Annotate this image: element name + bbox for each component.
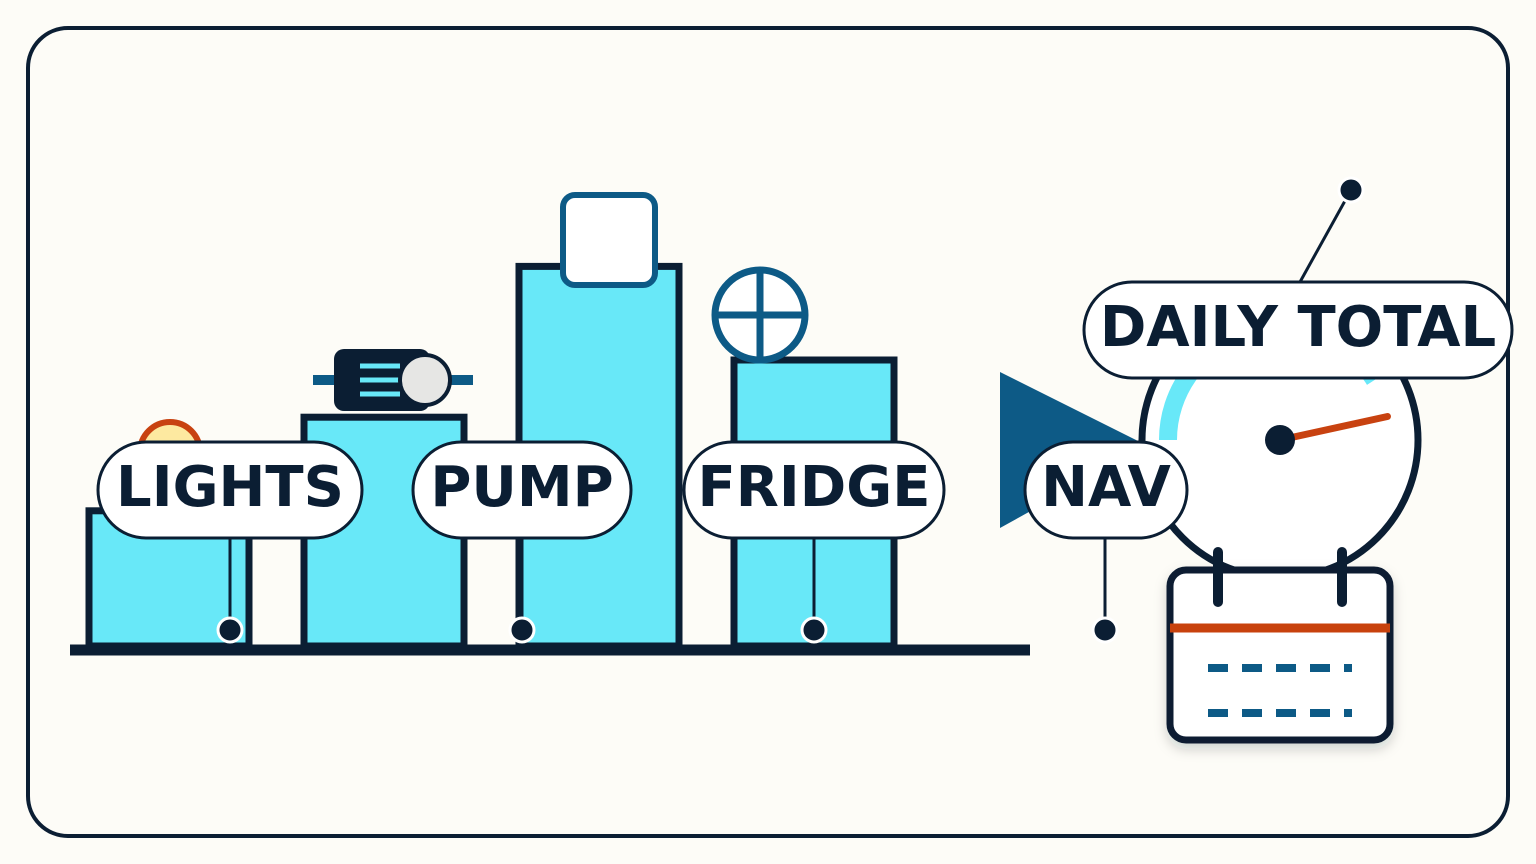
label-daily-total-text: DAILY TOTAL bbox=[1100, 295, 1496, 360]
anchor-dot-nav bbox=[1091, 616, 1119, 644]
label-lights: LIGHTS bbox=[96, 440, 364, 540]
label-pump: PUMP bbox=[411, 440, 633, 540]
calendar-rings bbox=[1213, 547, 1347, 607]
label-nav-text: NAV bbox=[1041, 455, 1171, 520]
label-fridge-text: FRIDGE bbox=[698, 455, 931, 520]
fridge-panel-icon bbox=[560, 192, 658, 288]
label-lights-text: LIGHTS bbox=[116, 455, 344, 520]
leader-line-daily-total bbox=[1298, 189, 1353, 283]
crosshair-icon bbox=[711, 266, 809, 364]
anchor-dot-lights bbox=[216, 616, 244, 644]
pump-motor-icon bbox=[313, 349, 473, 411]
label-nav: NAV bbox=[1023, 440, 1189, 540]
anchor-dot-pump bbox=[508, 616, 536, 644]
label-fridge: FRIDGE bbox=[682, 440, 946, 540]
label-daily-total: DAILY TOTAL bbox=[1082, 280, 1514, 380]
gauge-hub bbox=[1265, 425, 1295, 455]
gauge-needle bbox=[1276, 413, 1391, 444]
leader-lines bbox=[216, 176, 1365, 644]
anchor-dot-daily-total bbox=[1337, 176, 1365, 204]
calendar-icon bbox=[1166, 566, 1394, 744]
label-pump-text: PUMP bbox=[430, 455, 613, 520]
anchor-dot-fridge bbox=[800, 616, 828, 644]
